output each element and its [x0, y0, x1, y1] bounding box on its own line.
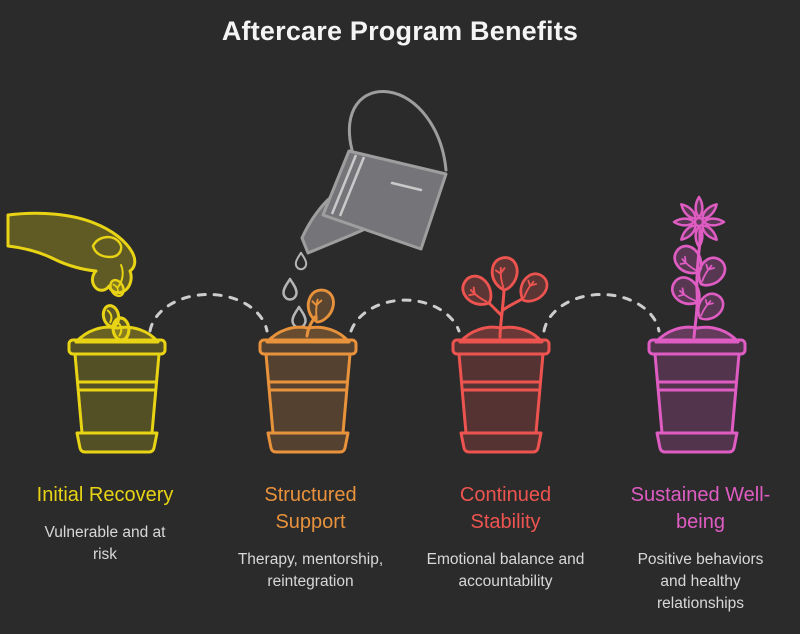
stage-2-label-block: Structured Support Therapy, mentorship, … [223, 482, 398, 593]
can-spout [300, 191, 365, 255]
stage-4-label-block: Sustained Well-being Positive behaviors … [608, 482, 793, 615]
can-body [321, 149, 448, 251]
stage-2-description: Therapy, mentorship, reintegration [237, 551, 384, 590]
connector-arc-2 [349, 298, 461, 333]
stage-3-description: Emotional balance and accountability [426, 551, 585, 590]
sprout-icon [302, 285, 338, 338]
stage-2-title: Structured Support [264, 484, 357, 533]
water-drops-icon [282, 251, 308, 329]
growing-plant-icon [456, 255, 554, 339]
stage-4-description: Positive behaviors and healthy relations… [637, 551, 764, 612]
pot-stage-4 [647, 325, 747, 454]
connector-arcs [148, 293, 661, 333]
pot-stage-3 [451, 325, 551, 454]
stage-1-label-block: Initial Recovery Vulnerable and at risk [10, 482, 200, 566]
stage-4-title: Sustained Well-being [630, 484, 771, 533]
hand-planting-seed-icon [6, 211, 137, 343]
stage-1-title: Initial Recovery [36, 484, 174, 506]
page-title: Aftercare Program Benefits [221, 16, 579, 46]
pot-stage-2 [258, 325, 358, 454]
pot-stage-1 [67, 325, 167, 454]
watering-can-icon [300, 90, 448, 255]
flower-icon [672, 195, 726, 249]
stage-1-description: Vulnerable and at risk [44, 524, 166, 563]
stage-3-title: Continued Stability [459, 484, 552, 533]
stage-3-label-block: Continued Stability Emotional balance an… [418, 482, 593, 593]
flowering-plant-icon [665, 195, 732, 339]
connector-arc-1 [148, 293, 269, 333]
can-handle [347, 90, 448, 172]
connector-arc-3 [542, 293, 661, 333]
